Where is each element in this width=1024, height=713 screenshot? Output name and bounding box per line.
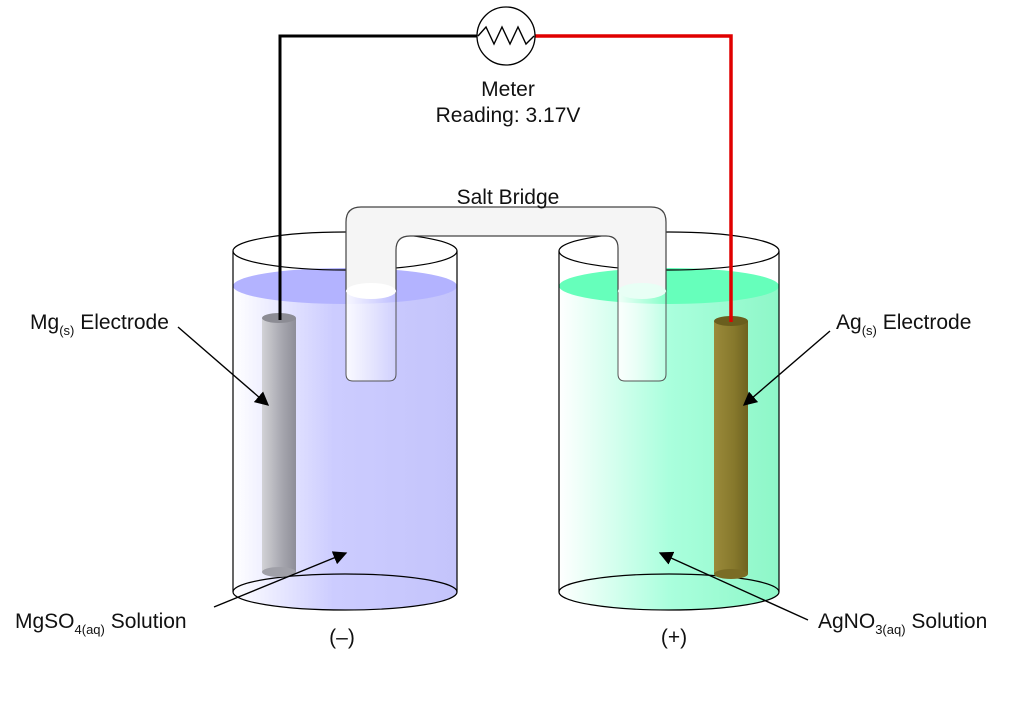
right-polarity-label: (+) [661,626,687,649]
mgso4-solution-label: MgSO4(aq) Solution [15,610,187,637]
ag-electrode [714,316,748,579]
ag-electrode-label-sub: (s) [862,323,877,338]
ag-electrode-pointer-arrow [742,330,831,406]
left-beaker-base [232,573,458,611]
meter-reading-value: 3.17V [526,104,581,127]
meter-resistor-zigzag-icon [477,25,535,46]
salt-bridge [345,206,667,382]
agno3-solution-label-sub: 3(aq) [875,622,905,637]
meter [476,6,536,66]
mgso4-solution-label-suffix: Solution [105,610,187,633]
left-solution-surface [233,268,457,304]
wire-positive [534,34,733,322]
salt-bridge-tube [345,206,667,291]
mg-electrode-bottom [262,567,296,577]
mg-electrode-label: Mg(s) Electrode [30,311,169,338]
mg-electrode-rod [262,318,296,572]
salt-bridge-right-submerged [617,290,667,382]
ag-electrode-label: Ag(s) Electrode [836,311,971,338]
right-beaker-base [558,573,780,611]
ag-electrode-rod [714,321,748,574]
right-solution-surface [559,268,779,304]
ag-electrode-bottom [714,569,748,579]
wire-negative [278,34,477,320]
salt-bridge-left-submerged [345,290,397,382]
ag-electrode-label-main: Ag [836,311,862,334]
agno3-solution-label-suffix: Solution [906,610,988,633]
agno3-pointer-arrow [658,551,809,621]
salt-bridge-right-opening [618,283,666,299]
agno3-solution-label: AgNO3(aq) Solution [818,610,987,637]
salt-bridge-label: Salt Bridge [457,186,560,209]
agno3-solution-label-main: AgNO [818,610,875,633]
mg-electrode-label-main: Mg [30,311,59,334]
meter-reading-prefix: Reading: [436,104,526,127]
mgso4-solution-label-sub: 4(aq) [75,622,105,637]
left-beaker-rim [232,231,458,271]
mg-electrode-pointer-arrow [177,326,270,406]
mgso4-pointer-arrow [213,551,348,608]
salt-bridge-left-opening [346,283,396,299]
ag-electrode-label-suffix: Electrode [877,311,972,334]
mg-electrode-label-sub: (s) [59,323,74,338]
meter-title: Meter [481,78,535,101]
meter-reading: Reading: 3.17V [436,104,581,127]
right-beaker-rim [558,231,780,271]
mg-electrode-label-suffix: Electrode [74,311,169,334]
left-polarity-label: (–) [329,626,355,649]
mg-electrode [262,313,296,577]
mgso4-solution-label-main: MgSO [15,610,75,633]
